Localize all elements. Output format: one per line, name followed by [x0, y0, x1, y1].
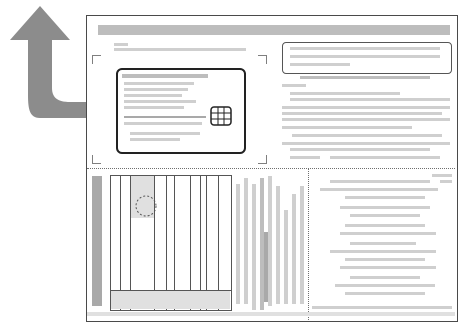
text-line	[432, 174, 452, 177]
scan-corner-marker-icon	[92, 55, 101, 64]
text-line	[290, 47, 440, 50]
text-line	[282, 118, 450, 121]
text-line	[330, 156, 440, 159]
table-footer-fill	[111, 291, 230, 309]
vertical-text-line	[244, 178, 248, 304]
text-line	[282, 142, 450, 145]
text-line	[350, 242, 416, 245]
text-line	[335, 284, 435, 287]
text-line	[290, 98, 450, 101]
text-line	[345, 224, 425, 227]
text-line	[282, 126, 412, 129]
column-divider	[308, 168, 309, 320]
text-line	[330, 250, 436, 253]
text-line	[330, 180, 430, 183]
card-underline	[124, 116, 206, 118]
vertical-text-line	[236, 184, 240, 304]
vertical-text-line	[300, 186, 304, 304]
text-line	[345, 258, 425, 261]
vertical-text-line	[264, 232, 268, 302]
circle-marker-icon	[134, 194, 158, 218]
text-line	[340, 206, 430, 209]
card-text-line	[124, 94, 182, 97]
text-line	[340, 232, 436, 235]
scan-corner-marker-icon	[92, 155, 101, 164]
text-line	[345, 292, 425, 295]
vertical-text-line	[284, 210, 288, 304]
text-line	[292, 134, 442, 137]
chip-icon	[210, 106, 232, 126]
side-block	[92, 176, 102, 306]
text-line	[320, 188, 438, 191]
card-text-line	[124, 106, 184, 109]
text-line	[282, 112, 442, 115]
scan-corner-marker-icon	[258, 155, 267, 164]
card-text-line	[130, 138, 180, 141]
vertical-text-line	[292, 194, 296, 304]
text-line	[282, 106, 450, 109]
card-text-line	[124, 82, 194, 85]
text-line	[345, 196, 425, 199]
text-line	[282, 84, 306, 87]
card-text-line	[124, 122, 202, 125]
text-line	[290, 92, 400, 95]
card-text-line	[130, 132, 200, 135]
footer-strip	[87, 312, 455, 316]
text-line	[350, 214, 420, 217]
text-line	[440, 180, 452, 183]
vertical-text-line	[252, 184, 256, 310]
scan-corner-marker-icon	[258, 55, 267, 64]
vertical-text-line	[268, 176, 272, 306]
card-header-bar	[122, 74, 208, 78]
text-line	[290, 156, 320, 159]
vertical-text-line	[276, 186, 280, 304]
text-line	[300, 76, 430, 79]
header-bar	[98, 25, 450, 35]
text-line	[114, 48, 246, 51]
text-line	[290, 148, 430, 151]
table-header-fill	[130, 176, 154, 190]
text-line	[290, 55, 440, 58]
text-line	[340, 266, 436, 269]
footer-line	[312, 306, 452, 309]
text-line	[290, 63, 350, 66]
card-text-line	[124, 88, 188, 91]
card-text-line	[124, 100, 196, 103]
section-divider	[87, 168, 455, 169]
text-line	[350, 276, 420, 279]
text-line	[114, 43, 128, 46]
